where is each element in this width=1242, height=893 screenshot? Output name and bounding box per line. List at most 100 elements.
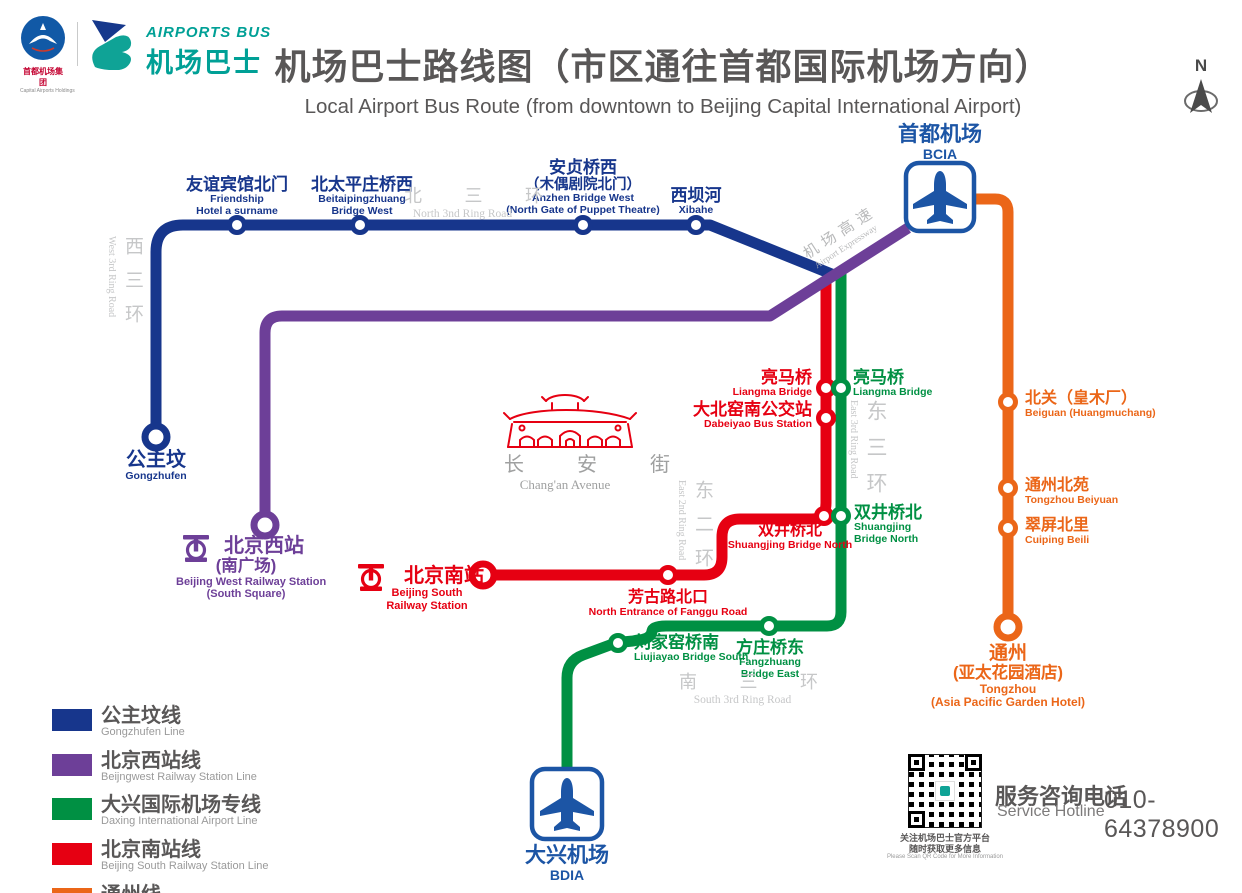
station-en: (Asia Pacific Garden Hotel)	[930, 695, 1086, 710]
station-cn: 北京西站	[224, 535, 304, 557]
legend-en: Gongzhufen Line	[101, 726, 185, 738]
brand-cn: 机场巴士	[146, 48, 262, 78]
qr-caption-1: 关注机场巴士官方平台	[899, 833, 990, 843]
line-gongzhufen	[150, 219, 837, 437]
station-cn: 通州	[988, 643, 1028, 664]
station-dot-liangma-green	[831, 378, 851, 398]
terminus-dot-tongzhou	[993, 612, 1023, 642]
station-dot-fanggu	[658, 565, 678, 585]
legend-swatch	[52, 887, 92, 893]
station-en: Cuiping Beili	[1025, 533, 1090, 546]
legend-text: 通州线 Tongzhou Line	[101, 885, 173, 893]
station-en: Shuangjing	[854, 521, 912, 534]
station-cn: 公主坟	[126, 449, 186, 471]
station-label-beijing-south: 北京南站 Beijing South Railway Station	[352, 565, 502, 612]
station-dot-youyi	[227, 215, 247, 235]
legend-swatch	[52, 798, 92, 821]
airports-bus-logo	[86, 18, 138, 75]
qr-caption-3: Please Scan QR Code for More Information	[886, 854, 1004, 860]
road-en: East 2nd Ring Road	[676, 480, 687, 561]
station-label-beiguan: 北关（皇木厂） Beiguan (Huangmuchang)	[1025, 390, 1156, 420]
line-beijing-west	[259, 223, 911, 525]
holding-name-en: Capital Airports Holdings	[20, 88, 75, 94]
station-dot-beitaipingzhuang	[350, 215, 370, 235]
station-en: Xibahe	[678, 204, 714, 217]
terminus-dot-gongzhufen	[141, 422, 171, 452]
page-title-en: Local Airport Bus Route (from downtown t…	[304, 95, 1022, 118]
legend-en: Beijing South Railway Station Line	[101, 860, 269, 873]
station-en: Anzhen Bridge West	[532, 192, 634, 205]
station-en: Beijing South	[391, 587, 463, 600]
station-cn: 芳古路北口	[627, 589, 709, 606]
road-label-changan-avenue: 长 安 街 Chang'an Avenue	[480, 448, 694, 493]
station-en: Dabeiyao Bus Station	[704, 418, 812, 431]
airport-code: BCIA	[922, 145, 958, 162]
station-en: Bridge East	[740, 667, 800, 680]
airport-cn: 首都机场	[898, 123, 982, 146]
legend-en: Daxing International Airport Line	[101, 815, 258, 828]
station-cn: 安贞桥西	[548, 158, 617, 177]
station-cn: 翠屏北里	[1025, 517, 1090, 534]
station-cn: 方庄桥东	[736, 638, 804, 657]
station-label-liangma-green: 亮马桥 Liangma Bridge	[853, 368, 932, 399]
legend-cn: 北京南站线	[101, 839, 201, 862]
page-title: 机场巴士路线图（市区通往首都国际机场方向） Local Airport Bus …	[238, 38, 1088, 119]
legend-swatch	[52, 843, 92, 866]
airport-code: BDIA	[549, 866, 585, 883]
road-label-east-3rd-ring: East 3rd Ring Road 东三环	[848, 400, 891, 508]
station-cn: 北京南站	[404, 565, 484, 587]
road-cn: 东二环	[692, 480, 713, 582]
legend-item-gongzhufen: 公主坟线 Gongzhufen Line	[52, 706, 269, 739]
bdia-airport-icon	[529, 766, 605, 842]
station-label-beitaipingzhuang: 北太平庄桥西 Beitaipingzhuang Bridge West	[311, 175, 413, 218]
station-dot-tongzhou-beiyuan	[998, 478, 1018, 498]
compass: N	[1178, 56, 1224, 127]
terminus-dot-beijing-south	[468, 560, 498, 590]
page-title-cn: 机场巴士路线图（市区通往首都国际机场方向）	[274, 46, 1052, 87]
road-cn: 西三环	[122, 236, 143, 338]
qr-finder-icon	[908, 811, 925, 828]
station-label-anzhen: 安贞桥西 （木偶剧院北门） Anzhen Bridge West (North …	[506, 158, 659, 217]
station-label-tongzhou: 通州 (亚太花园酒店) Tongzhou (Asia Pacific Garde…	[931, 643, 1085, 710]
station-en: (South Square)	[206, 588, 286, 601]
road-cn: 北 三 环	[404, 186, 562, 206]
qr-code	[908, 754, 982, 828]
station-en: North Entrance of Fanggu Road	[588, 605, 748, 618]
station-label-fangzhuang: 方庄桥东 Fangzhuang Bridge East	[736, 638, 804, 681]
station-en: Beijing West Railway Station	[176, 575, 327, 588]
station-label-liujiayao: 刘家窑桥南 Liujiayao Bridge South	[634, 633, 748, 664]
brand-en: AIRPORTS BUS	[146, 24, 272, 41]
legend-item-beijing-west: 北京西站线 Beijngwest Railway Station Line	[52, 751, 269, 784]
station-en: Bridge North	[854, 532, 919, 545]
line-tongzhou	[973, 193, 1014, 627]
qr-finder-icon	[965, 754, 982, 771]
station-dot-dabeiyao	[816, 408, 836, 428]
road-label-south-3rd-ring: 南 三 环 South 3rd Ring Road	[660, 668, 825, 706]
station-en: Liangma Bridge	[853, 386, 933, 399]
airport-label-bcia: 首都机场 BCIA	[898, 123, 982, 162]
station-label-shuangjing-green: 双井桥北 Shuangjing Bridge North	[854, 503, 922, 546]
legend-cn: 公主坟线	[101, 705, 181, 727]
station-label-tongzhou-beiyuan: 通州北苑 Tongzhou Beiyuan	[1025, 477, 1118, 507]
qr-caption-2: 随时获取更多信息	[908, 844, 981, 854]
station-en: Hotel a surname	[196, 204, 278, 217]
hotline-label-en: Service Hotline	[997, 803, 1105, 820]
station-dot-anzhen	[573, 215, 593, 235]
legend-cn: 大兴国际机场专线	[101, 794, 261, 817]
road-en: North 3nd Ring Road	[412, 208, 513, 220]
qr-center-logo	[935, 781, 955, 801]
compass-n-label: N	[1194, 56, 1208, 75]
station-label-youyi: 友谊宾馆北门 Friendship Hotel a surname	[186, 175, 288, 218]
station-dot-fangzhuang	[759, 616, 779, 636]
line-daxing	[561, 270, 847, 770]
station-cn: 北太平庄桥西	[311, 175, 413, 194]
road-en: West 3rd Ring Road	[106, 236, 117, 318]
station-label-shuangjing-red: 双井桥北 Shuangjing Bridge North	[728, 522, 852, 552]
airport-cn: 大兴机场	[525, 844, 609, 867]
road-cn: 长 安 街	[504, 454, 694, 476]
airports-bus-logo-icon	[92, 20, 132, 71]
station-label-beijing-west: 北京西站 (南广场) Beijing West Railway Station …	[176, 535, 327, 601]
hotline-phone-number: 010-64378900	[1104, 786, 1220, 843]
station-dot-shuangjing-green	[831, 506, 851, 526]
